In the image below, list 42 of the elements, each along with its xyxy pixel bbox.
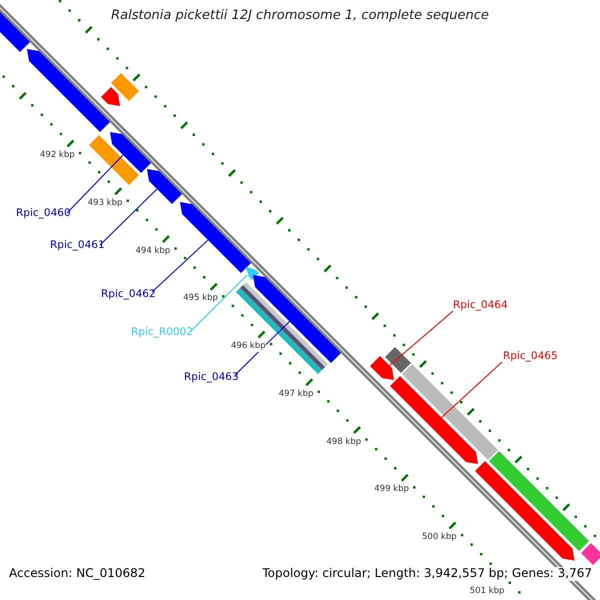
gene-feature [246,266,259,280]
scale-label: 500 kbp [422,533,457,543]
gene-block [385,347,411,373]
gene-feature [27,49,110,132]
gene-feature [110,132,151,173]
gene-label: Rpic_R0002 [131,326,193,338]
gene-block [489,451,589,551]
genome-stats-text: Topology: circular; Length: 3,942,557 bp; Genes: 3,767 [262,567,592,581]
gene-feature [101,87,120,106]
scale-label: 498 kbp [326,438,362,448]
leader-line [152,240,208,292]
map-title: Ralstonia pickettii 12J chromosome 1, complete sequence [110,9,490,24]
leader-line [389,310,454,366]
gene-feature [475,461,574,560]
scale-label: 501 kbp [470,587,504,597]
gene-block [402,364,498,460]
scale-label: 493 kbp [88,198,122,209]
scale-label: 497 kbp [278,390,314,400]
gene-feature [370,356,394,380]
leader-line [190,274,248,332]
leader-line [100,188,158,246]
gene-label: Rpic_0462 [101,288,156,300]
gene-block [111,73,139,101]
gene-feature [390,376,478,464]
gene-label: Rpic_0461 [50,239,105,252]
accession-text: Accession: NC_010682 [9,567,146,581]
gene-label: Rpic_0460 [16,207,71,220]
gene-label: Rpic_0465 [503,350,558,362]
leader-line [234,321,290,376]
gene-label: Rpic_0463 [184,371,239,384]
scale-label: 499 kbp [374,485,409,496]
scale-label: 494 kbp [136,246,170,256]
gene-block [89,135,139,185]
leader-line [66,154,124,214]
gene-feature [147,169,182,204]
gene-block [581,543,600,565]
leader-line [441,362,502,418]
scale-label: 496 kbp [231,342,266,352]
scale-label: 492 kbp [40,151,75,161]
gene-feature [180,202,251,273]
scale-label: 495 kbp [183,294,218,304]
gene-label: Rpic_0464 [453,299,508,312]
